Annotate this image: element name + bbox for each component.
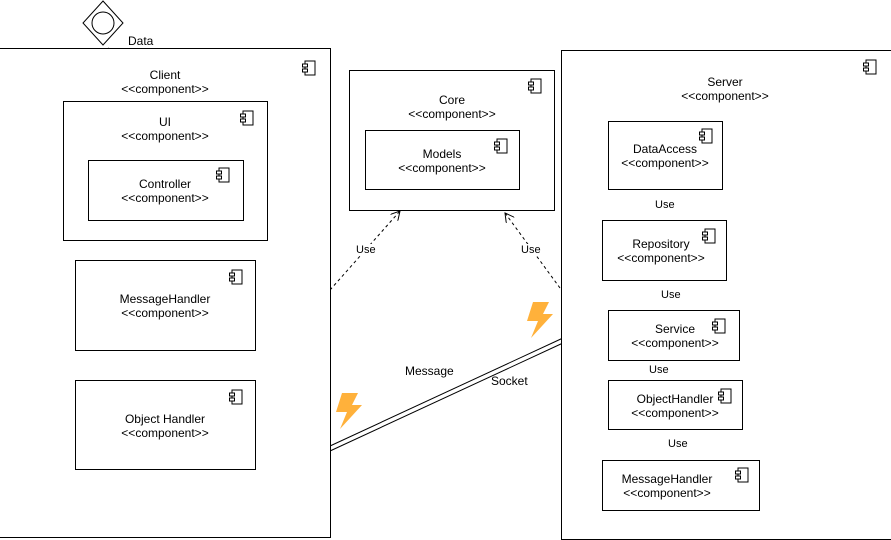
component-icon <box>216 167 230 183</box>
use-label: Use <box>356 244 376 256</box>
service-component-label: Service<<component>> <box>631 322 719 350</box>
component-icon <box>712 318 726 334</box>
message-socket-line-a <box>329 337 564 447</box>
component-icon <box>528 78 542 94</box>
component-icon <box>863 59 877 75</box>
lightning-icon <box>527 302 553 338</box>
ui-component-label: UI<<component>> <box>121 115 209 143</box>
models-component[interactable] <box>365 130 520 190</box>
socket-label: Socket <box>491 374 528 388</box>
dataaccess-component-label: DataAccess<<component>> <box>621 142 709 170</box>
message-label: Message <box>405 364 454 378</box>
component-icon <box>229 389 243 405</box>
component-icon <box>735 467 749 483</box>
message-socket-line-b <box>329 342 564 452</box>
data-actor-label: Data <box>128 34 154 48</box>
client-messagehandler-component[interactable] <box>75 260 256 351</box>
controller-component[interactable] <box>88 160 244 221</box>
use-label: Use <box>521 244 541 256</box>
component-icon <box>702 228 716 244</box>
client-messagehandler-label: MessageHandler<<component>> <box>119 292 211 320</box>
server-objecthandler-label: ObjectHandler<<component>> <box>631 392 719 420</box>
server-messagehandler-component[interactable] <box>602 460 760 511</box>
client-component-label: Client<<component>> <box>121 68 209 96</box>
client-objecthandler-component[interactable] <box>75 380 256 470</box>
controller-component-label: Controller<<component>> <box>121 177 209 205</box>
core-component-label: Core<<component>> <box>408 93 496 121</box>
component-icon <box>494 138 508 154</box>
component-icon <box>240 110 254 126</box>
use-label: Use <box>655 199 675 211</box>
server-component-label: Server<<component>> <box>681 75 769 103</box>
data-actor-icon <box>82 0 124 46</box>
server-messagehandler-label: MessageHandler<<component>> <box>621 472 713 500</box>
use-label: Use <box>661 289 681 301</box>
component-icon <box>699 128 713 144</box>
use-label: Use <box>668 438 688 450</box>
server-objecthandler-component[interactable] <box>608 380 743 430</box>
repository-component-label: Repository<<component>> <box>617 237 705 265</box>
models-component-label: Models<<component>> <box>398 147 486 175</box>
component-icon <box>229 269 243 285</box>
client-objecthandler-label: Object Handler<<component>> <box>121 412 209 440</box>
use-label: Use <box>649 364 669 376</box>
component-icon <box>718 388 732 404</box>
lightning-icon <box>336 393 362 429</box>
component-icon <box>302 60 316 76</box>
